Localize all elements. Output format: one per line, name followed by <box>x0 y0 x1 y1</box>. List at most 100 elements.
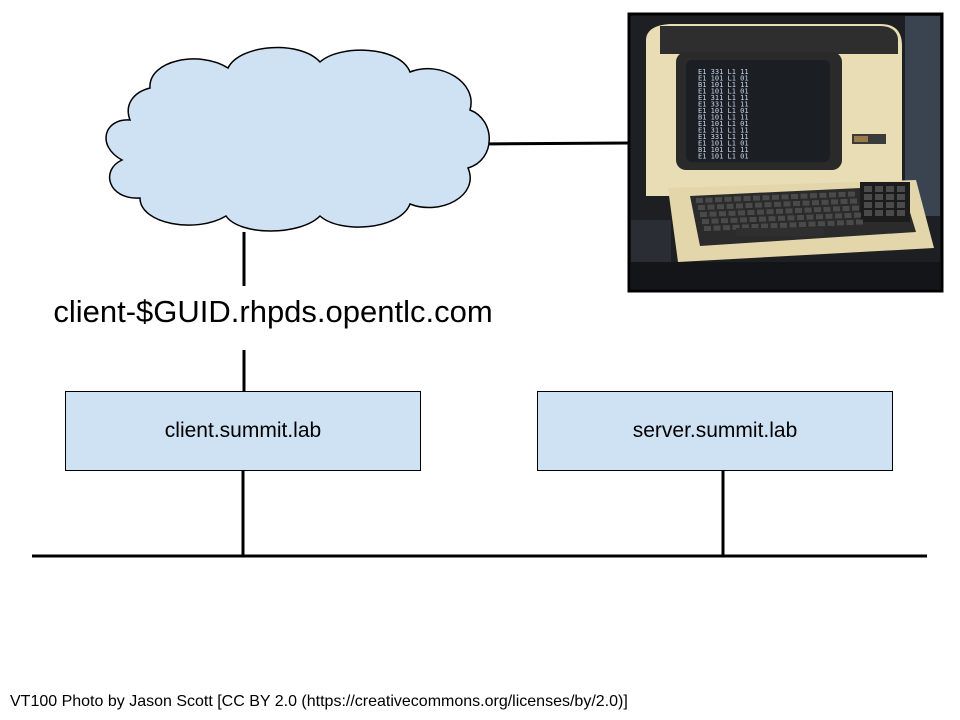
keyboard-key <box>761 223 768 229</box>
terminal-screen-line: E1 101 L1 01 <box>698 107 749 115</box>
keyboard-key <box>738 210 745 216</box>
terminal-screen-line: E1 101 L1 01 <box>698 120 749 128</box>
keypad-key <box>864 210 872 216</box>
keyboard-key <box>709 211 717 217</box>
terminal-screen-line: E1 101 L1 01 <box>698 153 749 161</box>
keyboard-key <box>846 220 854 225</box>
keyboard-key <box>835 213 842 219</box>
keyboard-key <box>734 196 741 202</box>
keyboard-key <box>707 204 715 210</box>
keypad-key <box>875 202 883 208</box>
keyboard-key <box>702 219 709 224</box>
keyboard-key <box>704 226 711 231</box>
keyboard-key <box>698 205 705 210</box>
keyboard-key <box>856 219 863 225</box>
keyboard-key <box>818 221 825 227</box>
keyboard-key <box>816 214 823 220</box>
public-hostname-label: client-$GUID.rhpds.opentlc.com <box>53 294 493 329</box>
keyboard-key <box>793 201 800 206</box>
keyboard-key <box>833 206 840 212</box>
keypad-key <box>864 202 872 208</box>
keyboard-key <box>772 194 779 200</box>
keyboard-key <box>745 203 753 208</box>
keyboard-key <box>713 225 721 231</box>
keypad-key <box>875 210 883 216</box>
keyboard-key <box>827 220 835 226</box>
keyboard-key <box>776 208 783 214</box>
keyboard-key <box>724 196 732 202</box>
client-host-box: client.summit.lab <box>65 391 421 471</box>
keyboard-key <box>774 201 781 207</box>
keyboard-key <box>837 220 844 226</box>
keyboard-key <box>842 206 850 211</box>
keyboard-key <box>762 195 770 201</box>
keyboard-key <box>789 222 797 228</box>
keyboard-key <box>800 193 808 199</box>
keypad-key <box>864 186 872 192</box>
keyboard-key <box>819 192 827 198</box>
keyboard-key <box>825 213 833 219</box>
keyboard-key <box>711 218 719 224</box>
keyboard-key <box>795 208 802 213</box>
keyboard-key <box>778 215 785 221</box>
keyboard-key <box>742 224 749 230</box>
keyboard-key <box>705 197 713 203</box>
keyboard-key <box>854 212 861 218</box>
keyboard-key <box>751 224 759 229</box>
keyboard-key <box>736 203 743 209</box>
keypad-key <box>864 194 872 200</box>
cloud-icon <box>105 46 490 232</box>
keyboard-key <box>740 217 747 223</box>
keyboard-key <box>848 191 855 197</box>
keyboard-key <box>753 195 760 201</box>
keyboard-key <box>821 199 829 205</box>
keyboard-key <box>719 211 726 217</box>
keypad-key <box>875 186 883 192</box>
keyboard-key <box>791 194 798 199</box>
keyboard-key <box>823 206 831 212</box>
keyboard-key <box>840 199 848 204</box>
keyboard-key <box>726 203 734 209</box>
keypad-key <box>886 210 894 216</box>
keypad-key <box>886 186 894 192</box>
keyboard-key <box>829 192 836 198</box>
keyboard-key <box>715 197 722 203</box>
photo-credit: VT100 Photo by Jason Scott [CC BY 2.0 (h… <box>10 693 628 710</box>
keyboard-key <box>838 192 846 197</box>
terminal-screen-line: E1 331 L1 11 <box>698 101 749 109</box>
keyboard-key <box>783 201 791 207</box>
keyboard-key <box>802 200 810 206</box>
keyboard-key <box>728 210 736 216</box>
keyboard-key <box>781 194 789 200</box>
keyboard-key <box>808 221 816 227</box>
keyboard-key <box>785 208 793 214</box>
terminal-screen-line: B1 101 L1 11 <box>698 146 749 154</box>
keypad-key <box>886 194 894 200</box>
terminal-screen-line: B1 101 L1 11 <box>698 81 749 89</box>
client-host-label: client.summit.lab <box>164 419 322 442</box>
keyboard-key <box>787 215 795 221</box>
keypad-key <box>875 194 883 200</box>
terminal-screen-line: E1 101 L1 01 <box>698 88 749 96</box>
terminal-screen-line: E1 101 L1 01 <box>698 140 749 148</box>
keyboard-key <box>844 213 852 218</box>
keyboard-key <box>764 202 772 208</box>
keyboard-key <box>799 222 806 227</box>
terminal-screen-line: E1 101 L1 01 <box>698 75 749 83</box>
keyboard-key <box>806 214 814 220</box>
keyboard-keys <box>696 186 905 231</box>
keypad-key <box>897 210 905 216</box>
keyboard-key <box>810 193 817 199</box>
keyboard-key <box>721 218 728 224</box>
keyboard-key <box>850 198 857 204</box>
terminal-screen-line: E1 331 L1 11 <box>698 133 749 141</box>
keyboard-key <box>696 198 703 203</box>
keyboard-key <box>814 207 821 213</box>
keyboard-key <box>755 202 762 208</box>
keyboard-key <box>780 222 787 228</box>
keyboard-key <box>797 215 804 220</box>
keypad-key <box>897 186 905 192</box>
server-host-label: server.summit.lab <box>632 419 798 442</box>
